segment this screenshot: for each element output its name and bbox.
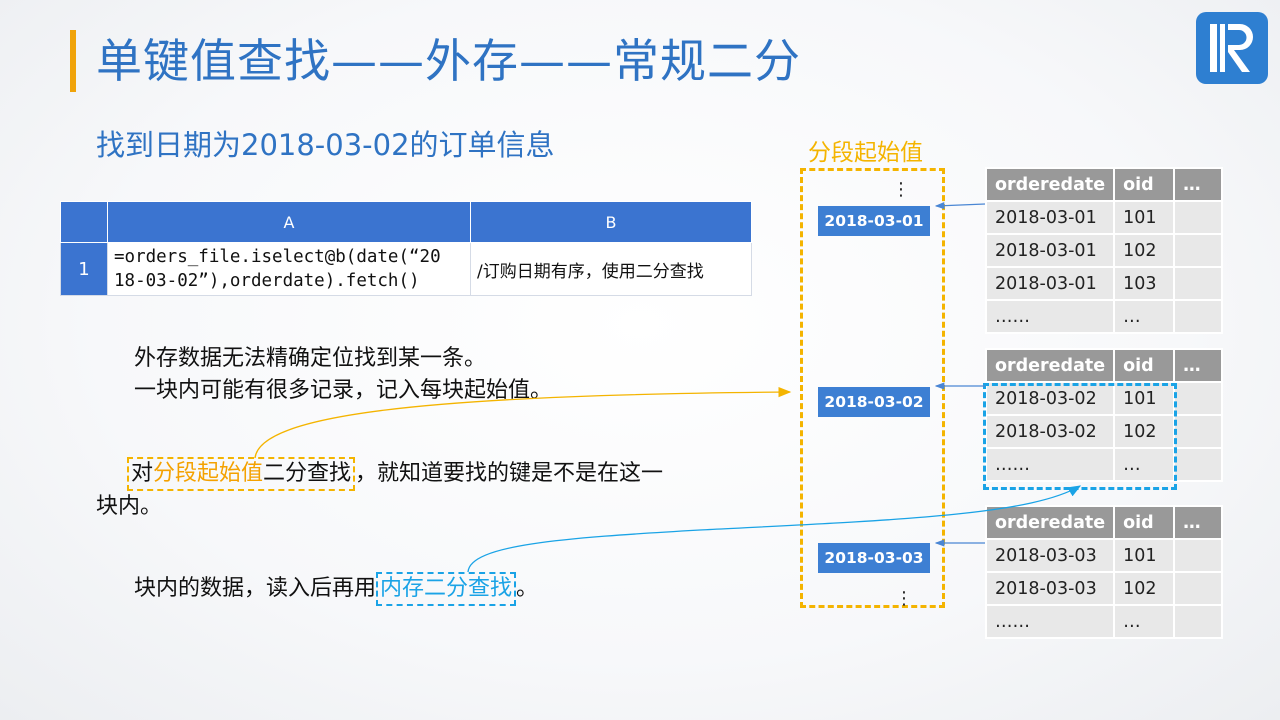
text-p2-mid: 二分查找 xyxy=(263,461,352,486)
segment-ellipsis-bottom: ⋮ xyxy=(895,588,913,609)
table-row: 2018-03-02 101 xyxy=(984,381,1224,416)
code-line-2: 18-03-02”),orderdate).fetch() xyxy=(114,271,420,291)
segment-chip-1[interactable]: 2018-03-01 xyxy=(818,206,930,236)
arrow-to-segment-value xyxy=(254,386,792,459)
cell-date: 2018-03-02 xyxy=(984,414,1116,449)
highlight-box-orange: 对分段起始值二分查找 xyxy=(127,457,356,491)
cell-more xyxy=(1173,538,1224,573)
cell-more xyxy=(1173,604,1224,639)
cell-oid: … xyxy=(1113,447,1176,482)
table-header-row: orderedate oid … xyxy=(984,505,1224,540)
table-row: …… … xyxy=(984,604,1224,639)
cell-oid: 102 xyxy=(1113,414,1176,449)
corner-cell xyxy=(60,201,108,243)
comment-cell-b1[interactable]: /订购日期有序，使用二分查找 xyxy=(470,242,752,296)
cell-oid: … xyxy=(1113,299,1176,334)
text-p2-post: ，就知道要找的键是不是在这一 xyxy=(355,461,664,486)
cell-date: …… xyxy=(984,447,1116,482)
table-row: …… … xyxy=(984,299,1224,334)
code-row: 1 =orders_file.iselect@b(date(“20 18-03-… xyxy=(60,242,752,296)
table-row: 2018-03-01 102 xyxy=(984,233,1224,268)
code-line-1: =orders_file.iselect@b(date(“20 xyxy=(114,247,441,267)
header-more: … xyxy=(1173,348,1224,383)
cell-more xyxy=(1173,299,1224,334)
segment-ellipsis-top: ⋮ xyxy=(892,179,910,200)
data-block-1: orderedate oid … 2018-03-01 101 2018-03-… xyxy=(984,167,1224,334)
table-row: 2018-03-02 102 xyxy=(984,414,1224,449)
slide-subtitle: 找到日期为2018-03-02的订单信息 xyxy=(96,128,555,162)
code-grid: A B 1 =orders_file.iselect@b(date(“20 18… xyxy=(60,201,752,296)
cell-oid: 103 xyxy=(1113,266,1176,301)
slide-title: 单键值查找——外存——常规二分 xyxy=(96,34,801,88)
cell-more xyxy=(1173,571,1224,606)
cell-more xyxy=(1173,233,1224,268)
r-logo-icon xyxy=(1196,12,1268,84)
column-header-b[interactable]: B xyxy=(470,201,752,243)
cell-more xyxy=(1173,414,1224,449)
header-oid: oid xyxy=(1113,505,1176,540)
table-row: 2018-03-03 102 xyxy=(984,571,1224,606)
cell-oid: 102 xyxy=(1113,233,1176,268)
header-orderedate: orderedate xyxy=(984,348,1116,383)
code-grid-header: A B xyxy=(60,201,752,243)
text-p2-line2: 块内。 xyxy=(96,494,163,519)
table-row: 2018-03-01 103 xyxy=(984,266,1224,301)
segment-chip-2[interactable]: 2018-03-02 xyxy=(818,387,930,417)
header-orderedate: orderedate xyxy=(984,167,1116,202)
table-header-row: orderedate oid … xyxy=(984,167,1224,202)
header-more: … xyxy=(1173,167,1224,202)
cell-date: 2018-03-03 xyxy=(984,571,1116,606)
header-orderedate: orderedate xyxy=(984,505,1116,540)
link-block-1 xyxy=(934,202,986,210)
cell-date: 2018-03-01 xyxy=(984,233,1116,268)
text-line-2: 一块内可能有很多记录，记入每块起始值。 xyxy=(134,378,553,403)
header-oid: oid xyxy=(1113,167,1176,202)
text-p3-post: 。 xyxy=(516,576,539,601)
cell-oid: … xyxy=(1113,604,1176,639)
text-paragraph-3: 块内的数据，读入后再用内存二分查找。 xyxy=(134,572,538,606)
text-p3-pre: 块内的数据，读入后再用 xyxy=(134,576,377,601)
header-more: … xyxy=(1173,505,1224,540)
r-logo-glyph xyxy=(1210,24,1253,72)
cell-date: 2018-03-01 xyxy=(984,266,1116,301)
text-p2-pre: 对 xyxy=(131,461,154,486)
cell-date: 2018-03-03 xyxy=(984,538,1116,573)
text-line-1: 外存数据无法精确定位找到某一条。 xyxy=(134,346,487,371)
cell-oid: 101 xyxy=(1113,538,1176,573)
header-oid: oid xyxy=(1113,348,1176,383)
code-cell-a1[interactable]: =orders_file.iselect@b(date(“20 18-03-02… xyxy=(107,242,471,296)
cell-oid: 101 xyxy=(1113,381,1176,416)
cell-oid: 102 xyxy=(1113,571,1176,606)
cell-more xyxy=(1173,200,1224,235)
data-block-2: orderedate oid … 2018-03-02 101 2018-03-… xyxy=(984,348,1224,482)
text-paragraph-2: 对分段起始值二分查找，就知道要找的键是不是在这一 xyxy=(127,457,663,491)
arrow-to-block-data xyxy=(467,485,1082,573)
cell-more xyxy=(1173,381,1224,416)
table-row: 2018-03-01 101 xyxy=(984,200,1224,235)
text-p3-highlight: 内存二分查找 xyxy=(376,572,517,606)
table-row: 2018-03-03 101 xyxy=(984,538,1224,573)
row-number[interactable]: 1 xyxy=(60,242,108,296)
cell-date: 2018-03-02 xyxy=(984,381,1116,416)
cell-oid: 101 xyxy=(1113,200,1176,235)
cell-date: …… xyxy=(984,299,1116,334)
text-p2-highlight: 分段起始值 xyxy=(153,461,264,486)
table-header-row: orderedate oid … xyxy=(984,348,1224,383)
table-row: …… … xyxy=(984,447,1224,482)
cell-date: …… xyxy=(984,604,1116,639)
cell-date: 2018-03-01 xyxy=(984,200,1116,235)
data-block-3: orderedate oid … 2018-03-03 101 2018-03-… xyxy=(984,505,1224,639)
cell-more xyxy=(1173,266,1224,301)
segment-label: 分段起始值 xyxy=(808,140,923,166)
column-header-a[interactable]: A xyxy=(107,201,471,243)
title-accent-bar xyxy=(70,30,76,92)
segment-chip-3[interactable]: 2018-03-03 xyxy=(818,543,930,573)
cell-more xyxy=(1173,447,1224,482)
